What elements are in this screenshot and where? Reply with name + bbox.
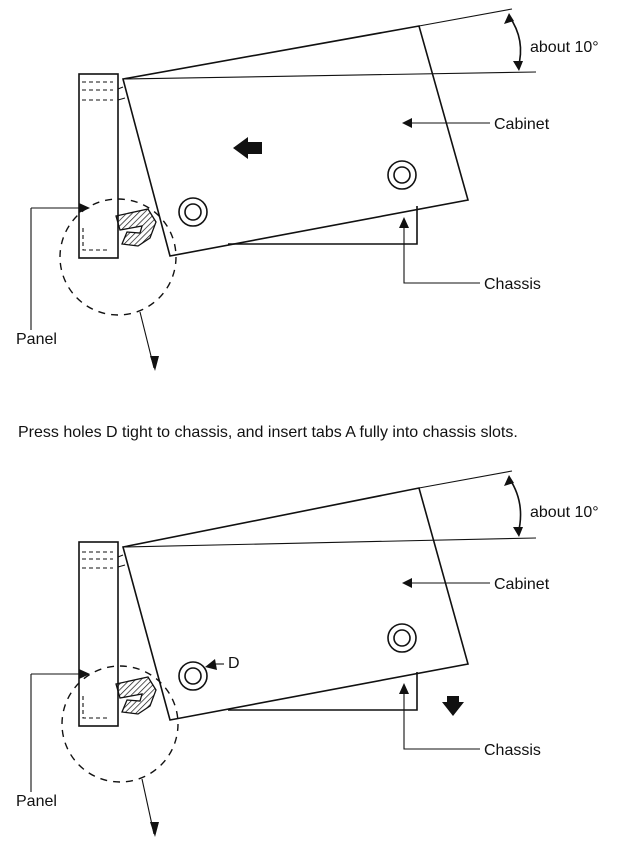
hole bbox=[387, 160, 417, 190]
hole-d-label: D bbox=[228, 655, 240, 672]
tab-hatch bbox=[115, 676, 157, 715]
tab-hatch bbox=[115, 208, 157, 247]
figure-1: about 10° Cabinet Chassis Panel bbox=[16, 8, 599, 371]
down-arrow-icon bbox=[442, 696, 464, 716]
chassis-label: Chassis bbox=[484, 276, 541, 293]
panel bbox=[78, 73, 119, 259]
detail-circle bbox=[61, 665, 179, 783]
hole bbox=[387, 623, 417, 653]
figure-2: about 10° Cabinet D Chassis Panel bbox=[16, 470, 599, 837]
hole bbox=[178, 197, 208, 227]
panel-label: Panel bbox=[16, 331, 57, 348]
detail-circle bbox=[59, 198, 177, 316]
cabinet-label: Cabinet bbox=[494, 116, 550, 133]
cabinet bbox=[122, 25, 470, 257]
cabinet bbox=[122, 487, 470, 721]
cabinet-label: Cabinet bbox=[494, 576, 550, 593]
hole-d bbox=[178, 661, 208, 691]
chassis-label: Chassis bbox=[484, 742, 541, 759]
angle-label: about 10° bbox=[530, 39, 599, 56]
angle-label: about 10° bbox=[530, 504, 599, 521]
left-arrow-icon bbox=[233, 137, 262, 159]
instruction-text: Press holes D tight to chassis, and inse… bbox=[18, 424, 518, 441]
panel-label: Panel bbox=[16, 793, 57, 810]
panel bbox=[78, 541, 119, 727]
